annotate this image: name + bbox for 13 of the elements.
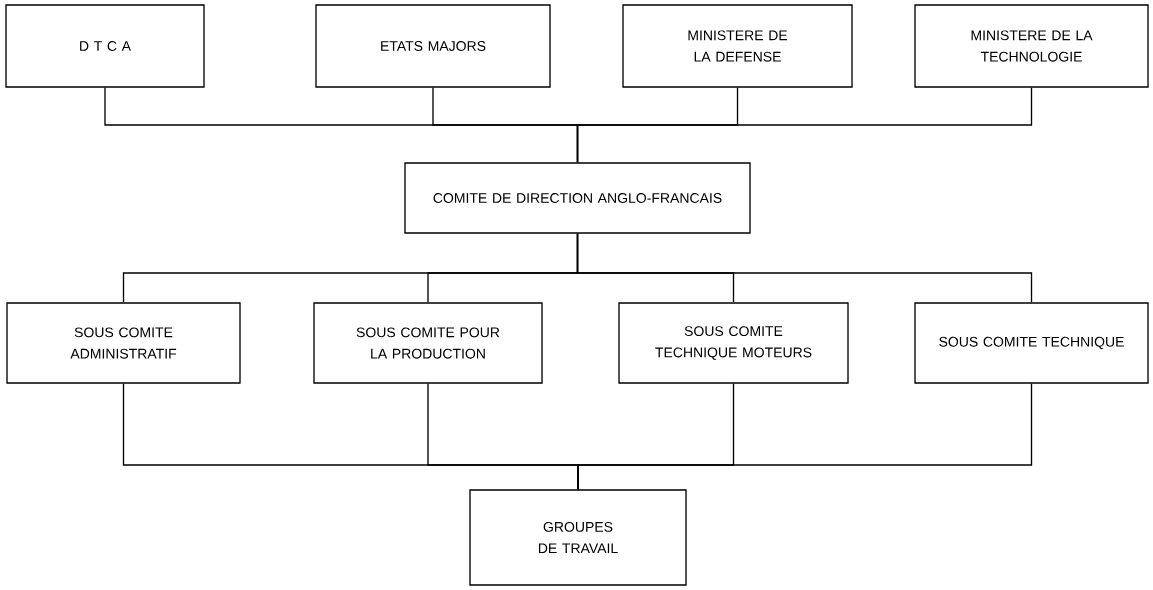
org-box: SOUS COMITE POUR LA PRODUCTION xyxy=(313,302,543,384)
org-box: SOUS COMITE TECHNIQUE xyxy=(914,302,1149,384)
org-box: SOUS COMITE ADMINISTRATIF xyxy=(6,302,241,384)
connector-line xyxy=(577,383,1033,490)
org-box: D T C A xyxy=(5,4,205,88)
org-box: ETATS MAJORS xyxy=(315,4,551,88)
org-box: MINISTERE DE LA DEFENSE xyxy=(622,4,853,88)
org-box: GROUPES DE TRAVAIL xyxy=(469,489,687,586)
org-box: COMITE DE DIRECTION ANGLO-FRANCAIS xyxy=(404,162,751,234)
connector-line xyxy=(576,87,1033,163)
connector-line xyxy=(576,233,1033,303)
org-box: MINISTERE DE LA TECHNOLOGIE xyxy=(914,4,1149,88)
org-box: SOUS COMITE TECHNIQUE MOTEURS xyxy=(618,302,849,384)
